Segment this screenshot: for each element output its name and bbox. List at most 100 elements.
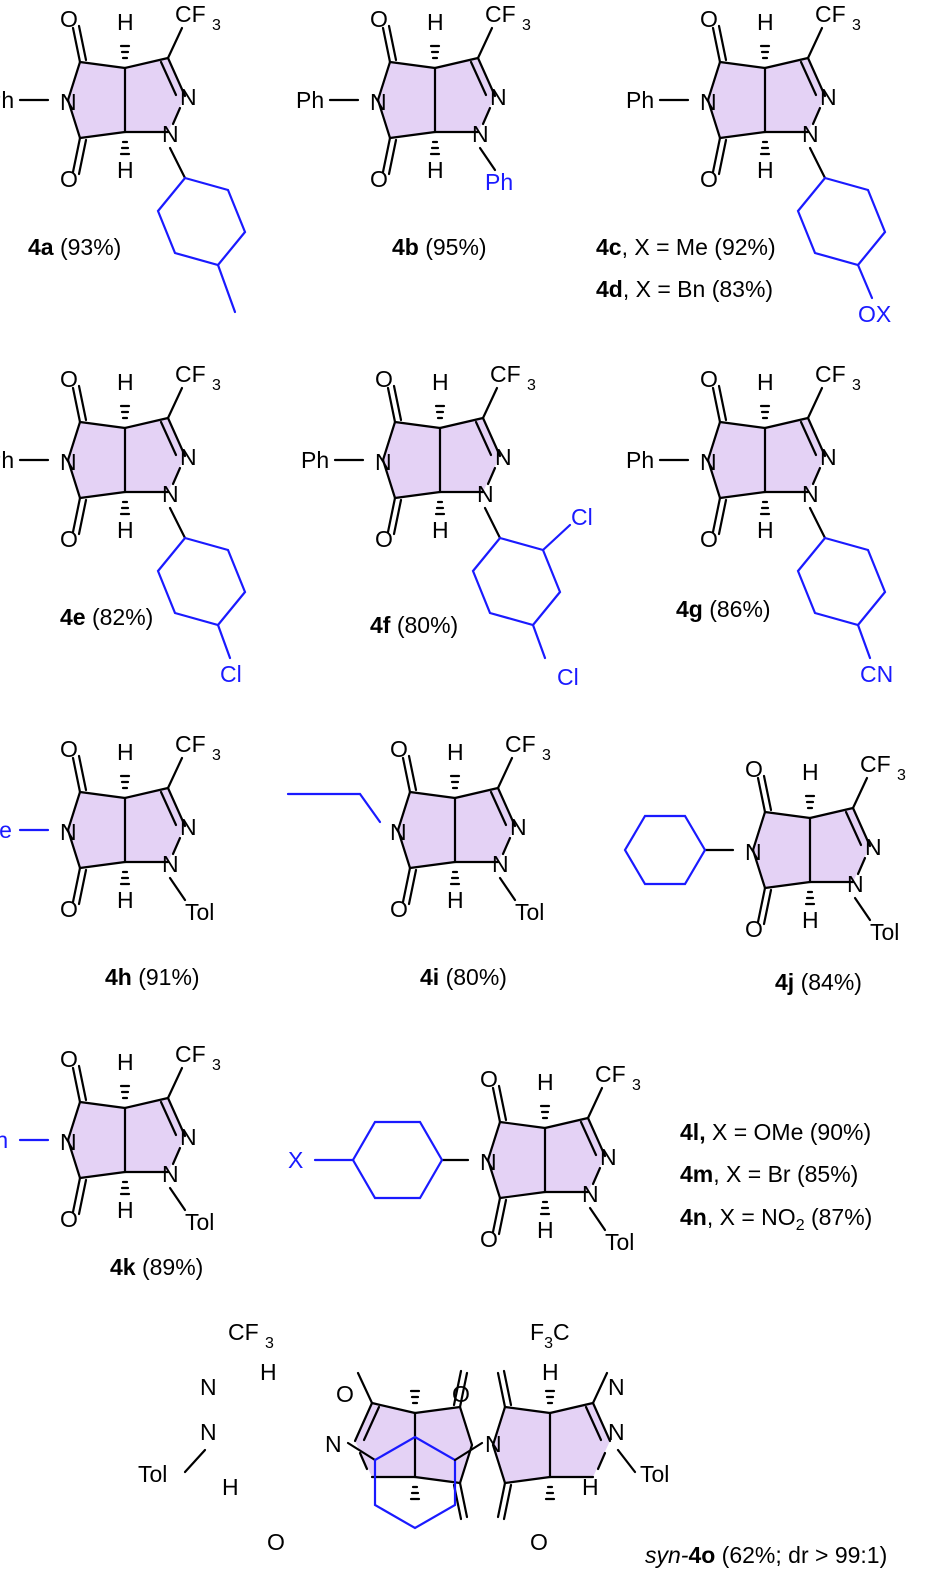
- svg-text:CF: CF: [595, 1061, 626, 1087]
- svg-text:CF: CF: [860, 751, 891, 777]
- svg-text:CF: CF: [815, 361, 846, 387]
- bridge-h: H: [117, 157, 134, 183]
- svg-text:H: H: [757, 517, 774, 543]
- svg-text:3: 3: [212, 1057, 221, 1074]
- svg-text:H: H: [260, 1359, 277, 1385]
- svg-text:H: H: [117, 517, 134, 543]
- svg-text:3: 3: [852, 17, 861, 34]
- svg-text:CN: CN: [860, 661, 893, 687]
- svg-text:O: O: [530, 1529, 548, 1555]
- svg-text:N: N: [162, 1161, 179, 1187]
- compound-4i: N O O H H N N CF 3 Tol: [286, 731, 551, 925]
- svg-text:O: O: [480, 1066, 498, 1092]
- svg-text:H: H: [117, 1197, 134, 1223]
- svg-text:N: N: [472, 121, 489, 147]
- compound-4a: N O O H H N N CF 3 Ph: [0, 1, 247, 314]
- label-4e: 4e (82%): [60, 604, 153, 630]
- svg-text:H: H: [537, 1069, 554, 1095]
- svg-text:CF: CF: [490, 361, 521, 387]
- svg-text:O: O: [370, 6, 388, 32]
- svg-text:O: O: [480, 1226, 498, 1252]
- svg-text:O: O: [60, 736, 78, 762]
- svg-text:N: N: [180, 444, 197, 470]
- compound-4g: N O O H H N N CF 3 Ph CN: [626, 361, 893, 687]
- svg-text:N: N: [700, 89, 717, 115]
- svg-text:F3C: F3C: [530, 1319, 570, 1352]
- svg-text:3: 3: [632, 1077, 641, 1094]
- svg-text:Cl: Cl: [557, 664, 579, 690]
- svg-text:Ph: Ph: [301, 447, 329, 473]
- svg-text:O: O: [390, 896, 408, 922]
- svg-text:Ph: Ph: [626, 87, 654, 113]
- svg-text:O: O: [390, 736, 408, 762]
- svg-text:H: H: [117, 1049, 134, 1075]
- svg-text:Tol: Tol: [640, 1461, 669, 1487]
- svg-text:Ph: Ph: [626, 447, 654, 473]
- svg-text:CF: CF: [485, 1, 516, 27]
- svg-text:CF: CF: [228, 1319, 259, 1345]
- svg-text:O: O: [370, 166, 388, 192]
- svg-text:3: 3: [265, 1335, 274, 1352]
- svg-text:3: 3: [212, 377, 221, 394]
- svg-text:N: N: [180, 814, 197, 840]
- compound-4c: N O O H H N N CF 3 Ph OX: [626, 1, 891, 327]
- label-4m: 4m, X = Br (85%): [680, 1161, 858, 1187]
- svg-text:O: O: [60, 526, 78, 552]
- pyrazole-n: N: [180, 84, 197, 110]
- svg-text:CF: CF: [175, 1041, 206, 1067]
- svg-text:N: N: [847, 871, 864, 897]
- svg-text:H: H: [537, 1217, 554, 1243]
- svg-text:O: O: [375, 366, 393, 392]
- svg-text:O: O: [745, 916, 763, 942]
- svg-text:O: O: [745, 756, 763, 782]
- svg-text:N: N: [477, 481, 494, 507]
- svg-text:H: H: [447, 739, 464, 765]
- svg-text:N: N: [200, 1419, 217, 1445]
- svg-text:N: N: [370, 89, 387, 115]
- svg-text:H: H: [757, 157, 774, 183]
- compound-4e: N O O H H N N CF 3 Ph Cl: [0, 361, 247, 687]
- svg-text:H: H: [447, 887, 464, 913]
- svg-text:O: O: [60, 1206, 78, 1232]
- svg-text:O: O: [267, 1529, 285, 1555]
- svg-text:O: O: [60, 896, 78, 922]
- svg-text:OX: OX: [858, 301, 891, 327]
- svg-text:O: O: [60, 1046, 78, 1072]
- svg-text:O: O: [700, 366, 718, 392]
- svg-text:N: N: [510, 814, 527, 840]
- svg-text:N: N: [60, 819, 77, 845]
- svg-text:CF: CF: [815, 1, 846, 27]
- svg-text:O: O: [375, 526, 393, 552]
- svg-text:3: 3: [522, 17, 531, 34]
- label-4h: 4h (91%): [105, 964, 200, 990]
- compound-4o: O O H H N N N CF 3 Tol O O H H N N N F3C…: [138, 1319, 669, 1555]
- label-4f: 4f (80%): [370, 612, 458, 638]
- svg-text:Tol: Tol: [515, 899, 544, 925]
- bridge-h: H: [117, 9, 134, 35]
- label-4c: 4c, X = Me (92%): [596, 234, 776, 260]
- svg-text:N: N: [480, 1149, 497, 1175]
- svg-text:H: H: [542, 1359, 559, 1385]
- svg-text:N: N: [820, 84, 837, 110]
- svg-text:Tol: Tol: [605, 1229, 634, 1255]
- svg-text:H: H: [757, 9, 774, 35]
- label-4b: 4b (95%): [392, 234, 487, 260]
- svg-text:Ph: Ph: [0, 447, 14, 473]
- svg-text:N: N: [390, 819, 407, 845]
- svg-text:N: N: [495, 444, 512, 470]
- label-4g: 4g (86%): [676, 596, 771, 622]
- svg-text:3: 3: [212, 17, 221, 34]
- svg-text:O: O: [700, 526, 718, 552]
- label-4n: 4n, X = NO2 (87%): [680, 1204, 872, 1234]
- compound-4h: N O O H H N N CF 3 Me Tol: [0, 731, 221, 925]
- svg-text:3: 3: [212, 747, 221, 764]
- svg-text:N: N: [325, 1431, 342, 1457]
- svg-text:H: H: [802, 759, 819, 785]
- svg-text:Tol: Tol: [138, 1461, 167, 1487]
- compound-4j: N O O H H N N CF 3 Tol: [623, 751, 906, 945]
- compound-4b: N O O H H N N CF 3 Ph Ph: [296, 1, 531, 195]
- svg-text:N: N: [802, 481, 819, 507]
- carbonyl-o: O: [60, 166, 78, 192]
- svg-text:H: H: [427, 9, 444, 35]
